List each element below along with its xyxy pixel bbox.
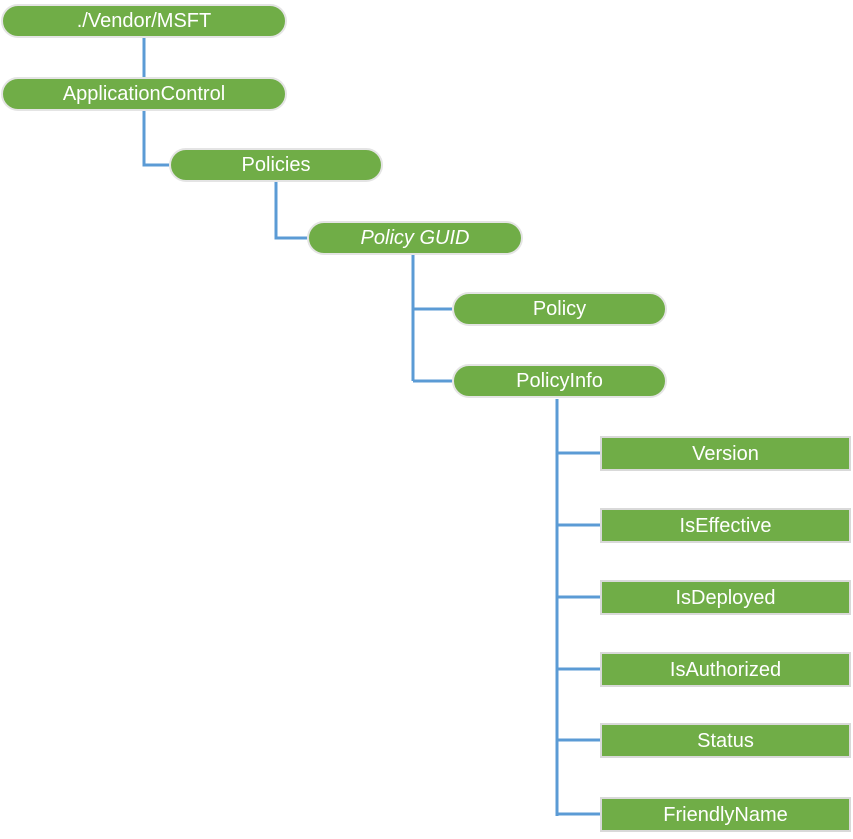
- node-application-control-label: ApplicationControl: [62, 83, 226, 105]
- node-friendly-name: FriendlyName: [600, 797, 851, 832]
- connector-policies-to-policyguid: [274, 182, 307, 240]
- node-is-authorized: IsAuthorized: [600, 652, 851, 687]
- node-policies: Policies: [169, 148, 383, 182]
- node-is-effective: IsEffective: [600, 508, 851, 543]
- node-friendly-name-label: FriendlyName: [663, 803, 788, 826]
- node-policy-label: Policy: [532, 298, 587, 320]
- node-status: Status: [600, 723, 851, 758]
- node-version: Version: [600, 436, 851, 471]
- node-is-deployed-label: IsDeployed: [675, 586, 776, 609]
- node-policies-label: Policies: [241, 154, 311, 176]
- connector-appcontrol-to-policies: [142, 111, 169, 167]
- node-policy-guid: Policy GUID: [307, 221, 523, 255]
- node-application-control: ApplicationControl: [1, 77, 287, 111]
- node-policy-guid-label: Policy GUID: [360, 227, 470, 249]
- node-policy: Policy: [452, 292, 667, 326]
- node-vendor-msft-label: ./Vendor/MSFT: [76, 10, 212, 32]
- node-vendor-msft: ./Vendor/MSFT: [1, 4, 287, 38]
- node-is-deployed: IsDeployed: [600, 580, 851, 615]
- node-version-label: Version: [692, 442, 759, 465]
- node-is-effective-label: IsEffective: [679, 514, 772, 537]
- node-status-label: Status: [697, 729, 754, 752]
- node-policy-info-label: PolicyInfo: [516, 370, 603, 392]
- node-policy-info: PolicyInfo: [452, 364, 667, 398]
- node-is-authorized-label: IsAuthorized: [669, 658, 782, 681]
